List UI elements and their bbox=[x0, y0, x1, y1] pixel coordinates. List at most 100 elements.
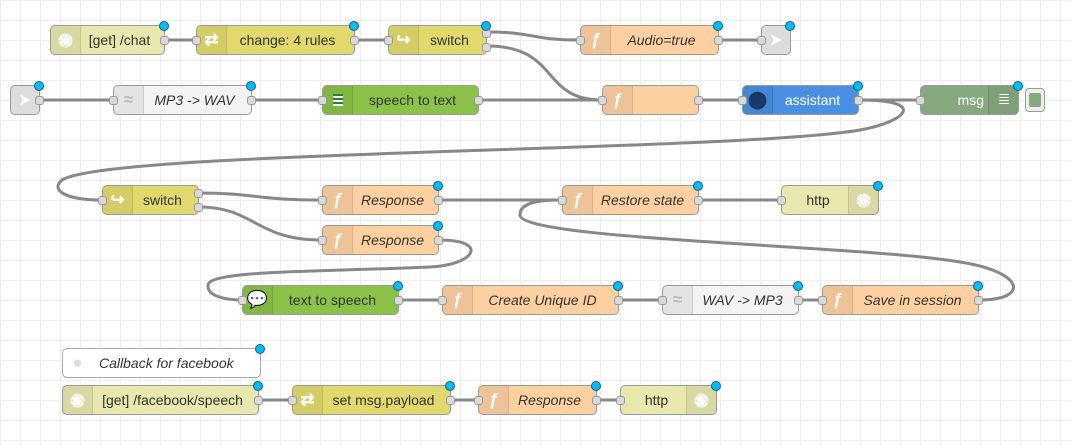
output-port[interactable] bbox=[794, 296, 803, 305]
function-response-node-2[interactable]: ƒ Response bbox=[318, 221, 443, 255]
output-port[interactable] bbox=[247, 96, 256, 105]
output-port-1[interactable] bbox=[194, 189, 203, 198]
input-port[interactable] bbox=[238, 296, 247, 305]
node-label: set msg.payload bbox=[332, 392, 435, 408]
switch-icon: ↪ bbox=[103, 186, 133, 214]
changed-indicator bbox=[713, 21, 723, 31]
output-port[interactable] bbox=[434, 196, 443, 205]
http-response-node-1[interactable]: http ◉ bbox=[777, 181, 883, 215]
assistant-node[interactable]: ⬤ assistant bbox=[738, 81, 863, 115]
input-port[interactable] bbox=[658, 296, 667, 305]
output-port-2[interactable] bbox=[194, 203, 203, 212]
wire bbox=[56, 98, 905, 202]
changed-indicator bbox=[793, 281, 803, 291]
node-label: http bbox=[644, 392, 669, 408]
wire bbox=[198, 191, 323, 202]
function-response-node-3[interactable]: ƒ Response bbox=[474, 381, 601, 415]
globe-icon: ◉ bbox=[686, 386, 716, 414]
speech-to-text-node[interactable]: speech to text bbox=[318, 85, 483, 115]
changed-indicator bbox=[34, 81, 44, 91]
output-port[interactable] bbox=[350, 36, 359, 45]
text-to-speech-node[interactable]: 💬 text to speech bbox=[238, 281, 403, 315]
output-port-2[interactable] bbox=[482, 43, 491, 52]
input-port[interactable] bbox=[616, 396, 625, 405]
changed-indicator bbox=[613, 281, 623, 291]
output-port[interactable] bbox=[854, 96, 863, 105]
function-audio-true-node[interactable]: ƒ Audio=true bbox=[576, 21, 723, 55]
output-port[interactable] bbox=[694, 96, 703, 105]
node-label: speech to text bbox=[368, 92, 457, 108]
output-port[interactable] bbox=[394, 296, 403, 305]
comment-callback-facebook-node[interactable]: ● Callback for facebook bbox=[62, 344, 265, 378]
output-port[interactable] bbox=[592, 396, 601, 405]
input-port[interactable] bbox=[438, 296, 447, 305]
output-port[interactable] bbox=[35, 96, 44, 105]
switch-icon: ↪ bbox=[389, 26, 419, 54]
wire bbox=[486, 44, 603, 102]
node-label: Response bbox=[360, 232, 425, 248]
changed-indicator bbox=[873, 181, 883, 191]
switch-node-top[interactable]: ↪ switch bbox=[384, 21, 491, 55]
changed-indicator bbox=[693, 181, 703, 191]
output-port[interactable] bbox=[474, 96, 483, 105]
function-blank-node[interactable]: ƒ bbox=[598, 85, 703, 115]
link-in-node[interactable]: ➤ bbox=[10, 81, 44, 115]
changed-indicator bbox=[253, 381, 263, 391]
input-port[interactable] bbox=[109, 96, 118, 105]
node-label: Restore state bbox=[600, 192, 685, 208]
input-port[interactable] bbox=[318, 236, 327, 245]
node-label: Response bbox=[517, 392, 582, 408]
switch-node-mid[interactable]: ↪ switch bbox=[98, 185, 203, 215]
output-port[interactable] bbox=[254, 396, 263, 405]
http-in-get-chat-node[interactable]: ◉ [get] /chat bbox=[50, 21, 169, 55]
input-port[interactable] bbox=[916, 96, 925, 105]
changed-indicator bbox=[246, 81, 256, 91]
changed-indicator bbox=[973, 281, 983, 291]
http-response-node-2[interactable]: http ◉ bbox=[616, 381, 721, 415]
input-port[interactable] bbox=[598, 96, 607, 105]
node-label: http bbox=[806, 192, 830, 208]
link-out-icon: ➤ bbox=[769, 32, 783, 49]
debug-toggle-button[interactable] bbox=[1025, 88, 1045, 112]
output-port[interactable] bbox=[614, 296, 623, 305]
input-port[interactable] bbox=[98, 196, 107, 205]
node-label: switch bbox=[143, 192, 182, 208]
globe-icon: ◉ bbox=[63, 386, 93, 414]
node-label: Audio=true bbox=[627, 32, 696, 48]
function-create-unique-id-node[interactable]: ƒ Create Unique ID bbox=[438, 281, 623, 315]
input-port[interactable] bbox=[558, 196, 567, 205]
input-port[interactable] bbox=[576, 36, 585, 45]
input-port[interactable] bbox=[192, 36, 201, 45]
input-port[interactable] bbox=[757, 36, 766, 45]
change-node[interactable]: ⇄ change: 4 rules bbox=[192, 21, 359, 55]
output-port[interactable] bbox=[714, 36, 723, 45]
input-port[interactable] bbox=[384, 36, 393, 45]
function-save-in-session-node[interactable]: ƒ Save in session bbox=[818, 281, 983, 315]
output-port[interactable] bbox=[434, 236, 443, 245]
input-port[interactable] bbox=[818, 296, 827, 305]
input-port[interactable] bbox=[777, 196, 786, 205]
change-set-msg-payload-node[interactable]: ⇄ set msg.payload bbox=[288, 381, 455, 415]
output-port[interactable] bbox=[160, 36, 169, 45]
function-restore-state-node[interactable]: ƒ Restore state bbox=[558, 181, 703, 215]
function-response-node-1[interactable]: ƒ Response bbox=[318, 181, 443, 215]
input-port[interactable] bbox=[288, 396, 297, 405]
output-port[interactable] bbox=[974, 296, 983, 305]
input-port[interactable] bbox=[474, 396, 483, 405]
changed-indicator bbox=[445, 381, 455, 391]
link-out-node[interactable]: ➤ bbox=[757, 21, 795, 55]
http-in-facebook-speech-node[interactable]: ◉ [get] /facebook/speech bbox=[62, 381, 263, 415]
output-port[interactable] bbox=[694, 196, 703, 205]
input-port[interactable] bbox=[318, 96, 327, 105]
input-port[interactable] bbox=[738, 96, 747, 105]
mp3-to-wav-node[interactable]: ≈ MP3 -> WAV bbox=[109, 81, 256, 115]
changed-indicator bbox=[591, 381, 601, 391]
debug-msg-node[interactable]: msg bbox=[916, 81, 1023, 115]
wav-to-mp3-node[interactable]: ≈ WAV -> MP3 bbox=[658, 281, 803, 315]
function-icon: ƒ bbox=[479, 386, 509, 414]
node-label: [get] /chat bbox=[88, 32, 151, 48]
input-port[interactable] bbox=[318, 196, 327, 205]
output-port[interactable] bbox=[446, 396, 455, 405]
node-label: MP3 -> WAV bbox=[154, 92, 235, 108]
node-label: Response bbox=[360, 192, 425, 208]
